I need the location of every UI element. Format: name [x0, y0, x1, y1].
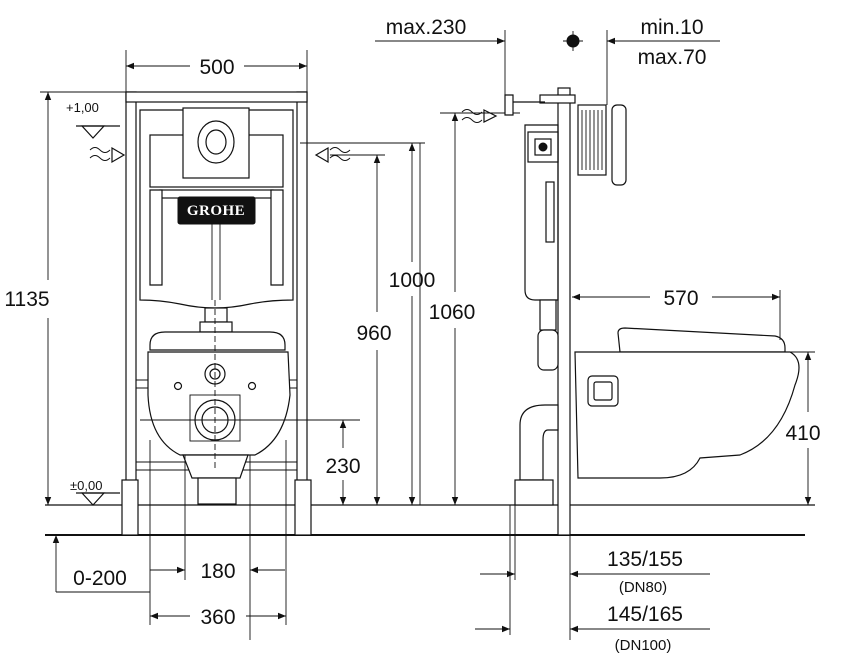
water-inlet-left	[89, 146, 126, 164]
flush-button-inner	[205, 129, 227, 155]
dim-180: 180	[150, 455, 285, 640]
dim-570-label: 570	[663, 287, 698, 310]
dim-dn100: 145/165 (DN100)	[475, 505, 710, 654]
side-waste-pipe	[514, 479, 554, 506]
brand-logo: GROHE	[187, 203, 245, 219]
bolt-left	[173, 381, 183, 391]
dim-max70-label: max.70	[638, 46, 707, 69]
centre-mark	[566, 34, 580, 48]
water-inlet-right	[314, 146, 351, 164]
side-frame-top	[539, 94, 576, 104]
side-inlet-valve	[504, 94, 514, 116]
frame-foot-right	[294, 479, 312, 536]
toilet-pan-side	[574, 327, 800, 479]
dim-min10-max70: min.10 max.70	[563, 16, 720, 105]
frame-upright-right	[296, 91, 308, 536]
dim-410-label: 410	[785, 422, 820, 445]
dim-max230-label: max.230	[386, 16, 467, 39]
side-flush-panel	[577, 104, 607, 176]
frame-upright-left	[125, 91, 137, 536]
dim-960-label: 960	[356, 322, 391, 345]
dim-1000-label: 1000	[389, 269, 436, 292]
dim-dn100-label: (DN100)	[615, 637, 672, 654]
level-top-label: +1,00	[66, 100, 99, 115]
dim-360-label: 360	[200, 606, 235, 629]
dim-0-200: 0-200	[73, 567, 127, 590]
cistern: GROHE	[139, 107, 294, 333]
level-marker-top: +1,00	[66, 100, 120, 139]
dim-410: 410	[785, 351, 821, 505]
dim-frame-height: 1135	[4, 91, 126, 505]
pan-fixing-side-inner	[593, 381, 613, 401]
dim-max230: max.230	[375, 16, 506, 95]
side-flush-plate	[611, 104, 627, 186]
dim-360: 360	[149, 440, 287, 629]
dim-180-label: 180	[200, 560, 235, 583]
dim-230-label: 230	[325, 455, 360, 478]
cistern-side-left	[149, 189, 163, 286]
pan-seat	[149, 331, 286, 351]
dim-135-155-label: 135/155	[607, 548, 683, 571]
installation-frame	[121, 91, 312, 536]
side-waste-bend	[519, 404, 559, 481]
dim-dn80-label: (DN80)	[619, 579, 667, 596]
side-view: 1060	[375, 16, 821, 654]
flush-pipe-collar	[199, 321, 233, 333]
side-cistern-rod	[545, 181, 555, 243]
toilet-pan-front	[147, 331, 291, 505]
waste-pipe-front	[197, 477, 237, 505]
frame-top-rail	[125, 91, 308, 103]
front-view: GROHE +1,00 ±0,00	[4, 50, 505, 640]
dim-960: 960	[330, 154, 392, 505]
dim-500: 500	[199, 56, 234, 79]
dim-frame-width: 500	[125, 50, 308, 92]
side-flush-pipe-upper	[539, 299, 557, 331]
dim-570: 570	[572, 287, 781, 340]
bolt-right	[247, 381, 257, 391]
dim-1000: 1000	[389, 143, 436, 505]
dim-145-165-label: 145/165	[607, 603, 683, 626]
dim-floor-range: 0-200	[52, 535, 150, 593]
flush-pipe	[204, 307, 228, 323]
brand-plate	[177, 196, 256, 225]
cistern-side-right	[270, 189, 284, 286]
side-frame	[461, 87, 627, 536]
side-pipework	[514, 299, 559, 506]
dim-1135: 1135	[4, 288, 49, 311]
frame-foot-left	[121, 479, 139, 536]
level-floor-label: ±0,00	[70, 478, 102, 493]
side-valve-dot	[538, 142, 548, 152]
side-frame-upright	[557, 87, 571, 536]
pan-seat-side	[617, 327, 786, 353]
dim-1060-label: 1060	[429, 301, 476, 324]
dim-1060: 1060	[429, 112, 520, 505]
dim-230: 230	[325, 420, 361, 505]
dim-dn80: 135/155 (DN80)	[480, 505, 710, 640]
level-marker-floor: ±0,00	[70, 478, 120, 506]
dim-min10-label: min.10	[640, 16, 703, 39]
pan-foot	[182, 454, 249, 479]
pan-body-side	[574, 351, 800, 479]
side-flush-bend	[537, 329, 559, 371]
